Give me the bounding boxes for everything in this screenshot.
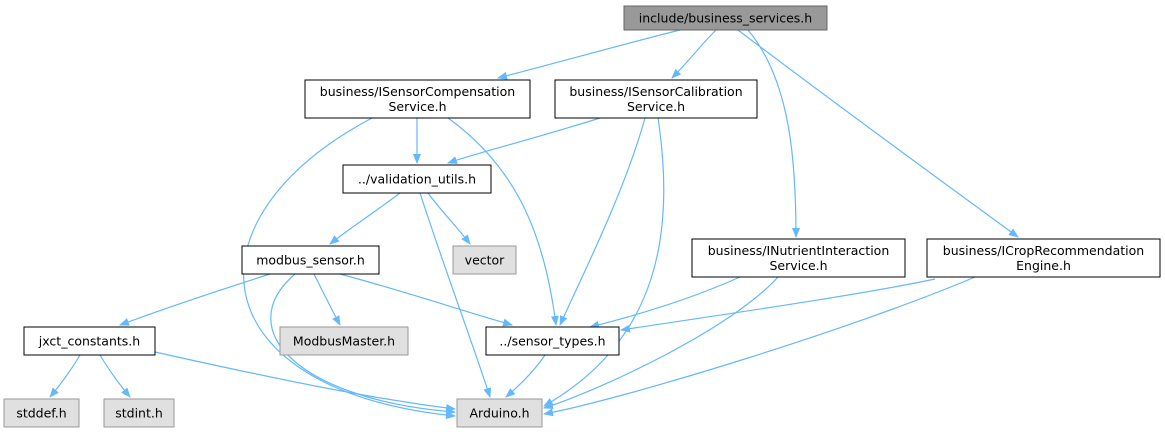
edge-valid-to-arduino	[419, 192, 492, 398]
edge-nutrient-to-arduino	[543, 276, 779, 410]
node-root-label-0: include/business_services.h	[639, 11, 812, 26]
node-stdint: stdint.h	[103, 398, 175, 428]
edge-root-to-calib	[671, 29, 717, 79]
edge-nutrient-to-sensortypes	[589, 276, 741, 329]
node-arduino-box	[456, 398, 543, 428]
nodes-layer: include/business_services.h business/ISen…	[3, 5, 1161, 428]
edge-jxct-to-arduino	[154, 351, 456, 412]
node-comp-box	[304, 79, 531, 119]
edge-root-to-nutrient	[747, 29, 800, 238]
node-comp-label-0: business/ISensorCompensation	[320, 84, 515, 99]
node-jxct-label-0: jxct_constants.h	[38, 334, 140, 349]
node-nutrient-label-0: business/INutrientInteraction	[708, 243, 890, 258]
edge-root-to-crop	[737, 29, 1019, 238]
node-nutrient-box	[691, 238, 906, 278]
node-modbus[interactable]: modbus_sensor.h	[241, 245, 380, 275]
node-modbus-label-0: modbus_sensor.h	[256, 253, 365, 268]
edges-layer	[49, 29, 1019, 420]
node-root-box	[623, 5, 828, 31]
edge-calib-to-valid	[447, 117, 601, 164]
node-vector-box	[452, 245, 517, 275]
node-modbusmaster-box	[279, 326, 409, 356]
node-stdint-box	[103, 398, 175, 428]
node-comp-label-1: Service.h	[388, 99, 446, 114]
node-calib-label-1: Service.h	[627, 99, 685, 114]
node-root[interactable]: include/business_services.h	[623, 5, 828, 31]
edge-calib-to-arduino	[543, 117, 665, 407]
node-jxct[interactable]: jxct_constants.h	[23, 326, 156, 356]
edge-valid-to-vector	[427, 192, 471, 245]
node-modbusmaster: ModbusMaster.h	[279, 326, 409, 356]
edge-crop-to-sensortypes	[620, 278, 936, 333]
node-valid-box	[342, 164, 492, 194]
edge-modbus-to-jxct	[119, 273, 271, 326]
node-arduino: Arduino.h	[456, 398, 543, 428]
edge-calib-to-sensortypes	[559, 117, 646, 326]
edge-crop-to-arduino	[543, 276, 976, 417]
node-vector: vector	[452, 245, 517, 275]
node-nutrient-label-1: Service.h	[769, 258, 827, 273]
node-stddef-box	[3, 398, 80, 428]
edge-root-to-comp	[497, 29, 681, 80]
node-modbusmaster-label-0: ModbusMaster.h	[293, 334, 395, 349]
node-valid-label-0: ../validation_utils.h	[358, 172, 476, 187]
node-modbus-box	[241, 245, 380, 275]
node-sensortypes-label-0: ../sensor_types.h	[499, 334, 605, 349]
edge-jxct-to-stdint	[99, 354, 131, 398]
node-sensortypes[interactable]: ../sensor_types.h	[485, 326, 620, 356]
edge-jxct-to-stddef	[49, 354, 81, 398]
edge-comp-to-arduino	[243, 117, 456, 420]
node-calib-label-0: business/ISensorCalibration	[569, 84, 742, 99]
edge-modbus-to-modbusmaster	[313, 273, 341, 326]
edge-sensortypes-to-arduino	[505, 354, 546, 398]
node-jxct-box	[23, 326, 156, 356]
node-stdint-label-0: stdint.h	[115, 406, 163, 421]
node-vector-label-0: vector	[465, 253, 506, 268]
node-crop-box	[926, 238, 1161, 278]
edge-valid-to-modbus	[329, 192, 401, 245]
node-stddef-label-0: stddef.h	[16, 406, 66, 421]
node-crop-label-1: Engine.h	[1016, 258, 1071, 273]
node-stddef: stddef.h	[3, 398, 80, 428]
node-arduino-label-0: Arduino.h	[469, 406, 529, 421]
node-sensortypes-box	[485, 326, 620, 356]
edge-modbus-to-arduino	[270, 273, 456, 416]
edge-modbus-to-sensortypes	[339, 273, 513, 327]
edge-comp-to-sensortypes	[447, 117, 559, 326]
node-calib-box	[554, 79, 758, 119]
node-crop-label-0: business/ICropRecommendation	[943, 243, 1144, 258]
node-valid[interactable]: ../validation_utils.h	[342, 164, 492, 194]
